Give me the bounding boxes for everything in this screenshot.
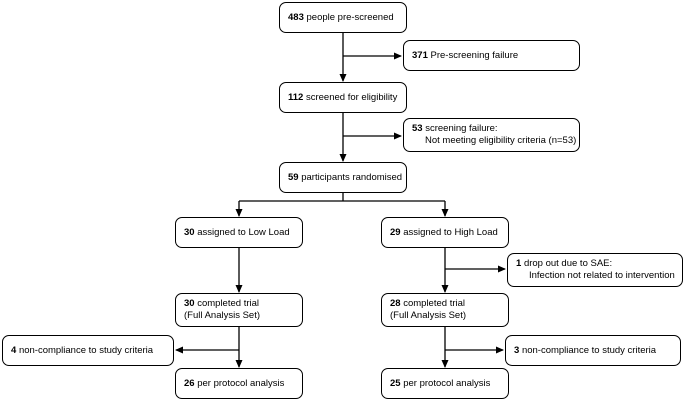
box-high-completed: 28 completed trial (Full Analysis Set) — [381, 293, 509, 327]
count: 30 — [184, 298, 195, 309]
label: per protocol analysis — [197, 377, 285, 389]
box-low-load: 30 assigned to Low Load — [175, 217, 303, 248]
box-screened: 112 screened for eligibility — [279, 82, 407, 113]
count: 25 — [390, 377, 401, 389]
detail: Infection not related to intervention — [529, 270, 675, 281]
label: Pre-screening failure — [430, 49, 519, 61]
box-dropout: 1 drop out due to SAE: Infection not rel… — [507, 253, 683, 287]
label: assigned to Low Load — [197, 226, 290, 238]
count: 4 — [11, 344, 17, 356]
count: 30 — [184, 226, 195, 238]
label: completed trial — [197, 298, 259, 309]
label: per protocol analysis — [403, 377, 491, 389]
count: 483 — [288, 11, 304, 23]
box-prescreen-failure: 371 Pre-screening failure — [403, 40, 580, 71]
box-high-per-protocol: 25 per protocol analysis — [381, 368, 509, 399]
box-prescreened: 483 people pre-screened — [279, 2, 407, 33]
detail: (Full Analysis Set) — [390, 310, 467, 321]
box-low-noncompliance: 4 non-compliance to study criteria — [2, 335, 174, 366]
label: screening failure: — [425, 123, 498, 134]
label: non-compliance to study criteria — [18, 344, 154, 356]
label: drop out due to SAE: — [523, 258, 613, 269]
detail: (Full Analysis Set) — [184, 310, 261, 321]
box-low-completed: 30 completed trial (Full Analysis Set) — [175, 293, 303, 327]
count: 29 — [390, 226, 401, 238]
box-screening-failure: 53 screening failure: Not meeting eligib… — [403, 118, 580, 152]
count: 59 — [288, 171, 299, 183]
count: 1 — [516, 258, 522, 269]
detail: Not meeting eligibility criteria (n=53) — [425, 135, 577, 146]
label: screened for eligibility — [305, 91, 398, 103]
count: 28 — [390, 298, 401, 309]
count: 26 — [184, 377, 195, 389]
label: non-compliance to study criteria — [521, 344, 657, 356]
box-low-per-protocol: 26 per protocol analysis — [175, 368, 303, 399]
count: 53 — [412, 123, 423, 134]
box-high-load: 29 assigned to High Load — [381, 217, 509, 248]
box-high-noncompliance: 3 non-compliance to study criteria — [505, 335, 681, 366]
count: 112 — [288, 91, 304, 103]
label: assigned to High Load — [403, 226, 498, 238]
count: 371 — [412, 49, 428, 61]
count: 3 — [514, 344, 520, 356]
label: participants randomised — [301, 171, 403, 183]
label: people pre-screened — [306, 11, 394, 23]
label: completed trial — [403, 298, 465, 309]
box-randomised: 59 participants randomised — [279, 162, 407, 193]
